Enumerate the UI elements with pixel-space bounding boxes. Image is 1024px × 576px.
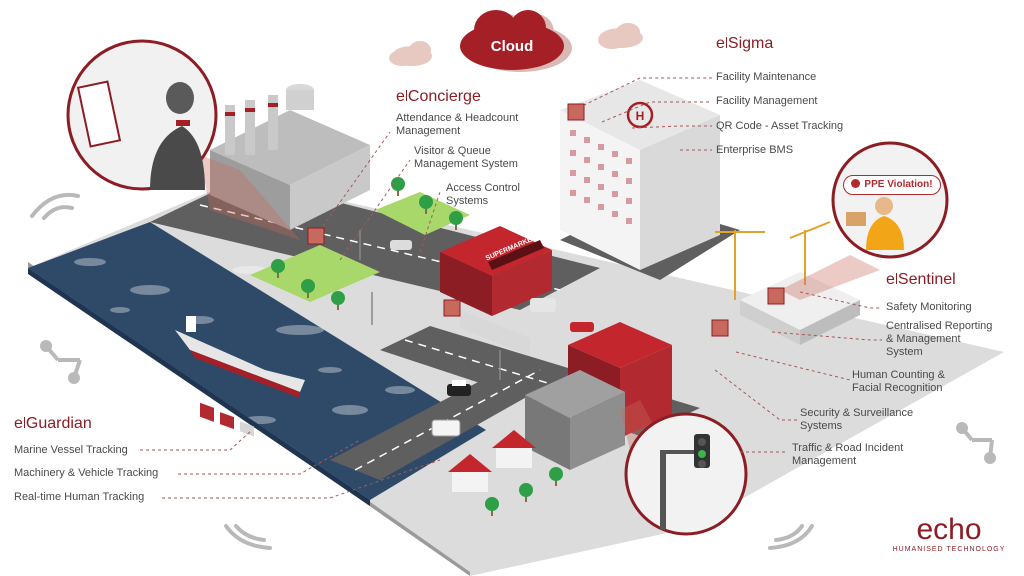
- park-areas: [250, 192, 470, 302]
- zoom-bubble-ppe: [831, 141, 949, 259]
- sentinel-item: Facial Recognition: [852, 382, 943, 394]
- small-cloud-left: [389, 41, 432, 66]
- cargo-ship: [175, 316, 305, 437]
- network-node-icon-right: [956, 422, 996, 464]
- sentinel-item: Systems: [800, 420, 843, 432]
- sigma-divider: [725, 37, 727, 48]
- leader-lines: [140, 77, 882, 499]
- trees: [271, 177, 563, 516]
- ppe-violation-badge: PPE Violation!: [843, 175, 941, 195]
- sigma-item: QR Code - Asset Tracking: [716, 120, 844, 132]
- sentinel-item: Centralised Reporting: [886, 320, 993, 332]
- logo-word: echo: [916, 513, 982, 546]
- sentinel-item: Management: [792, 455, 857, 467]
- sentinel-name: Sentinel: [897, 271, 956, 288]
- concierge-item: Visitor & Queue: [414, 145, 491, 157]
- sigma-item: Facility Maintenance: [716, 71, 817, 83]
- sigma-item: Facility Management: [716, 95, 818, 107]
- sentinel-item: Security & Surveillance: [800, 407, 914, 419]
- concierge-name: Concierge: [407, 88, 481, 105]
- factory: [210, 84, 370, 230]
- construction-site: [715, 221, 860, 345]
- sentinel-item: & Management: [886, 333, 961, 345]
- sigma-item: Enterprise BMS: [716, 144, 794, 156]
- concierge-divider: [405, 90, 407, 101]
- sentinel-item: Traffic & Road Incident: [792, 442, 904, 454]
- guardian-item: Marine Vessel Tracking: [14, 444, 128, 456]
- river: [28, 222, 486, 506]
- sentinel-item: Human Counting &: [852, 369, 945, 381]
- alert-icon: [851, 179, 861, 188]
- zoom-bubble-traffic-light: [624, 412, 748, 536]
- street-lamps: [359, 230, 501, 380]
- echo-logo: echo HUMANISED TECHNOLOGY: [887, 513, 1011, 554]
- guardian-item: Real-time Human Tracking: [14, 491, 145, 503]
- concierge-prefix: e: [396, 88, 405, 105]
- network-node-icon-left: [40, 340, 82, 384]
- wifi-signal-icon-left: [30, 193, 80, 220]
- sentinel-item: System: [886, 346, 923, 358]
- small-cloud-right: [598, 23, 643, 49]
- guardian-divider: [23, 417, 25, 428]
- wifi-signal-icon-bottom-left: [224, 524, 272, 550]
- concierge-item: Management: [396, 125, 461, 137]
- camera-markers: [307, 103, 785, 337]
- sentinel-prefix: e: [886, 271, 895, 288]
- cloud-label: Cloud: [490, 38, 534, 55]
- sigma-name: Sigma: [727, 35, 774, 52]
- guardian-item: Machinery & Vehicle Tracking: [14, 467, 159, 479]
- svg-text:H: H: [636, 109, 645, 123]
- supermarket-building: [440, 226, 552, 316]
- guardian-prefix: e: [14, 415, 23, 432]
- guardian-name: Guardian: [25, 415, 92, 432]
- red-block-building: [525, 322, 672, 470]
- houses: [448, 430, 536, 492]
- zoom-bubble-access-terminal: [66, 39, 218, 191]
- vehicles: [390, 240, 594, 437]
- concierge-item: Access Control: [446, 182, 520, 194]
- sentinel-divider: [895, 273, 897, 284]
- concierge-item: Systems: [446, 195, 489, 207]
- sentinel-item: Safety Monitoring: [886, 301, 972, 313]
- concierge-item: Management System: [414, 158, 518, 170]
- sigma-prefix: e: [716, 35, 725, 52]
- cloud-shape: [460, 10, 572, 72]
- wifi-signal-icon-bottom-right: [768, 524, 814, 550]
- logo-tagline: HUMANISED TECHNOLOGY: [892, 546, 1006, 553]
- concierge-item: Attendance & Headcount: [396, 112, 519, 124]
- ppe-violation-text: PPE Violation!: [864, 179, 933, 190]
